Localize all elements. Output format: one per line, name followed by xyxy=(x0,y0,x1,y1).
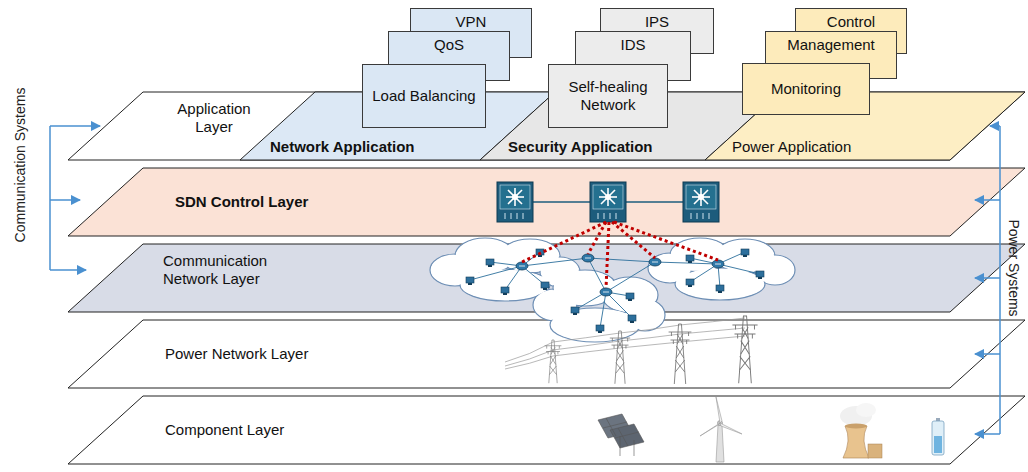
layer-label: Network Application xyxy=(270,138,414,156)
application-layer-band: Application LayerNetwork Application Secu… xyxy=(68,92,1025,160)
box-label: QoS xyxy=(434,36,464,54)
box-label: Management xyxy=(787,36,875,54)
network-app-box: Load Balancing xyxy=(362,64,486,128)
box-label: IDS xyxy=(620,36,645,54)
box-label: Self-healing Network xyxy=(557,78,659,114)
layer-label: Power Network Layer xyxy=(165,345,308,363)
box-label: Control xyxy=(827,13,875,31)
side-label: Communication Systems xyxy=(12,88,28,243)
layer-label: Application Layer xyxy=(168,100,260,136)
box-label: Monitoring xyxy=(771,80,841,98)
box-label: Load Balancing xyxy=(372,87,475,105)
layer-label: Security Application xyxy=(508,138,652,156)
side-label: Power Systems xyxy=(1006,219,1022,316)
box-label: IPS xyxy=(645,13,669,31)
security-app-box: Self-healing Network xyxy=(548,64,668,128)
layer-label: Power Application xyxy=(732,138,851,156)
power-app-box: Monitoring xyxy=(742,63,870,115)
box-label: VPN xyxy=(456,13,487,31)
power-network-layer-band: Power Network Layer xyxy=(68,320,1025,388)
layer-label: Component Layer xyxy=(165,421,284,439)
layer-label: Communication Network Layer xyxy=(163,252,303,288)
layer-label: SDN Control Layer xyxy=(175,193,308,211)
